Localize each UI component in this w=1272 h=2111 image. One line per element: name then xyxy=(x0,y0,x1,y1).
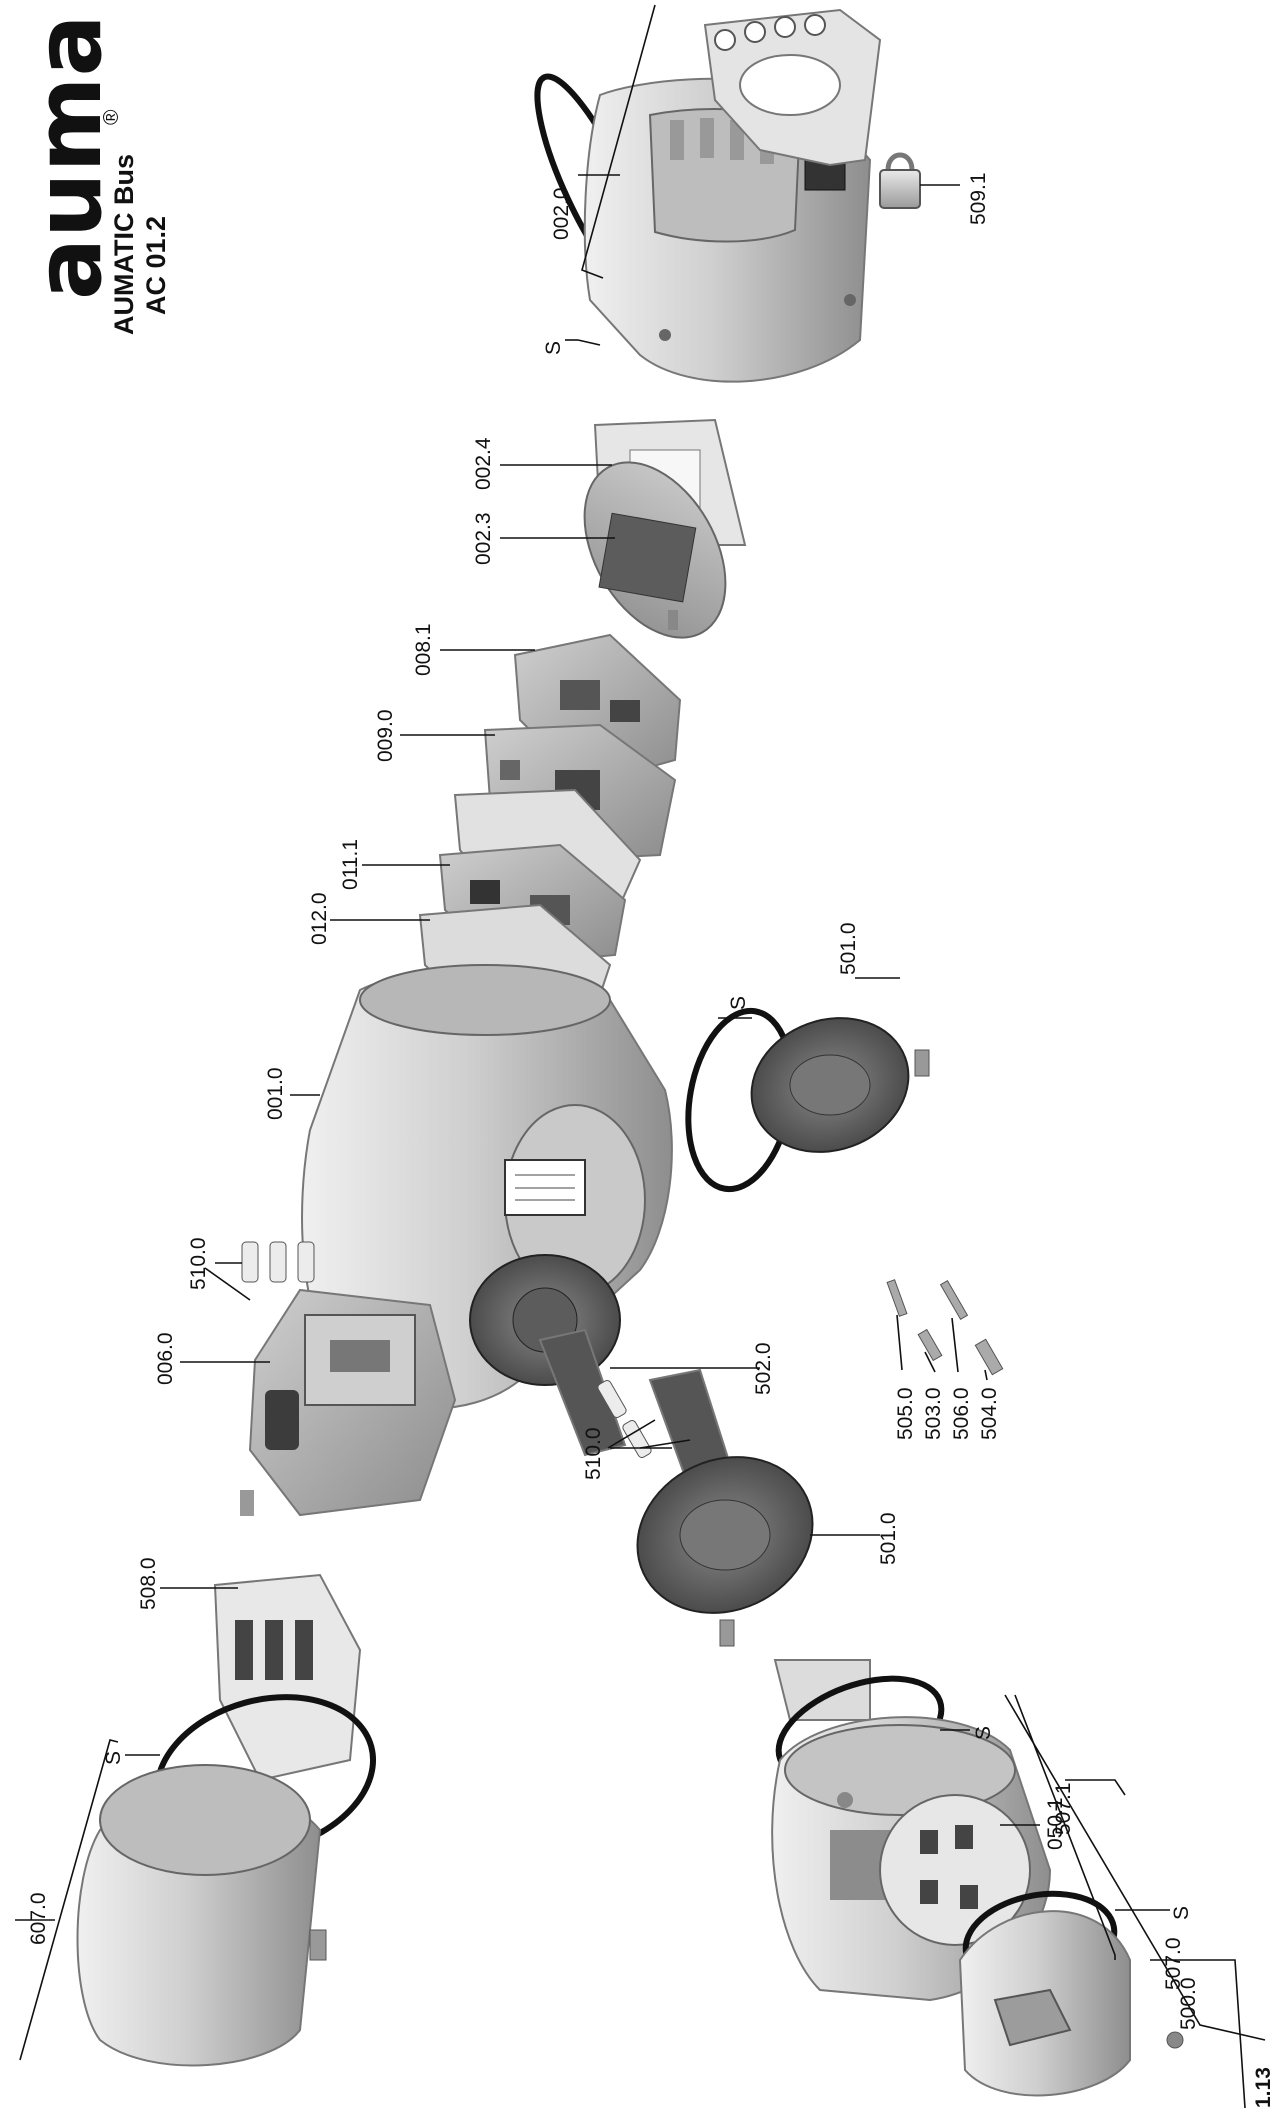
label-507-0: 507.0 xyxy=(1162,1937,1185,1990)
label-s-500: S xyxy=(1170,1906,1193,1920)
label-607-0: 607.0 xyxy=(27,1892,50,1945)
part-006-0-power-supply xyxy=(240,1288,457,1517)
part-500-0-connection-cover xyxy=(958,1890,1184,2097)
model-title: AC 01.2 xyxy=(141,216,171,315)
registered-mark: ® xyxy=(100,109,123,125)
label-507-1: 507.1 xyxy=(1052,1782,1075,1835)
label-508-0: 508.0 xyxy=(137,1557,160,1610)
label-500-0: 500.0 xyxy=(1177,1977,1200,2030)
label-503-0: 503.0 xyxy=(922,1387,945,1440)
part-002-0-plate xyxy=(703,8,882,167)
label-510-0-top: 510.0 xyxy=(187,1237,210,1290)
part-002-3-local-controls-board xyxy=(583,461,727,639)
part-509-1-padlock xyxy=(879,152,921,209)
label-011-1: 011.1 xyxy=(339,839,362,890)
label-502-0: 502.0 xyxy=(752,1342,775,1395)
label-002-3: 002.3 xyxy=(472,512,495,565)
part-510-0-fuses-top xyxy=(241,1241,315,1283)
label-008-1: 008.1 xyxy=(412,623,435,676)
label-006-0: 006.0 xyxy=(154,1332,177,1385)
label-050-1: 050.1 xyxy=(1044,1797,1067,1850)
label-504-0: 504.0 xyxy=(978,1387,1001,1440)
product-line-title: AUMATIC Bus xyxy=(109,154,139,335)
page-number: 1.13 xyxy=(1252,2067,1272,2108)
part-labels: 002.0 509.1 S 002.4 002.3 008.1 009.0 01… xyxy=(27,172,1200,2030)
part-501-0-socket-carrier-top xyxy=(750,1017,930,1153)
label-002-0: 002.0 xyxy=(550,187,573,240)
label-s-607: S xyxy=(102,1751,125,1765)
brand-header: auma ® AUMATIC Bus AC 01.2 xyxy=(15,14,171,335)
label-009-0: 009.0 xyxy=(374,709,397,762)
label-501-0-top: 501.0 xyxy=(837,922,860,975)
label-506-0: 506.0 xyxy=(950,1387,973,1440)
label-510-0-mid: 510.0 xyxy=(582,1427,605,1480)
leader-lines xyxy=(15,4,1266,2109)
part-508-0-switchgear xyxy=(213,1573,362,1782)
label-001-0: 001.0 xyxy=(264,1067,287,1120)
part-pins-and-sockets xyxy=(886,1279,1004,1376)
label-s-507: S xyxy=(972,1726,995,1740)
label-s-cover-top: S xyxy=(542,341,565,355)
label-002-4: 002.4 xyxy=(472,437,495,490)
label-012-0: 012.0 xyxy=(308,892,331,945)
part-501-0-socket-carrier-low xyxy=(636,1456,814,1647)
part-607-0-cover xyxy=(76,1694,377,2067)
label-s-housing: S xyxy=(727,996,750,1010)
brand-logo: auma xyxy=(15,14,122,300)
label-505-0: 505.0 xyxy=(894,1387,917,1440)
label-501-0-low: 501.0 xyxy=(877,1512,900,1565)
label-509-1: 509.1 xyxy=(967,172,990,225)
